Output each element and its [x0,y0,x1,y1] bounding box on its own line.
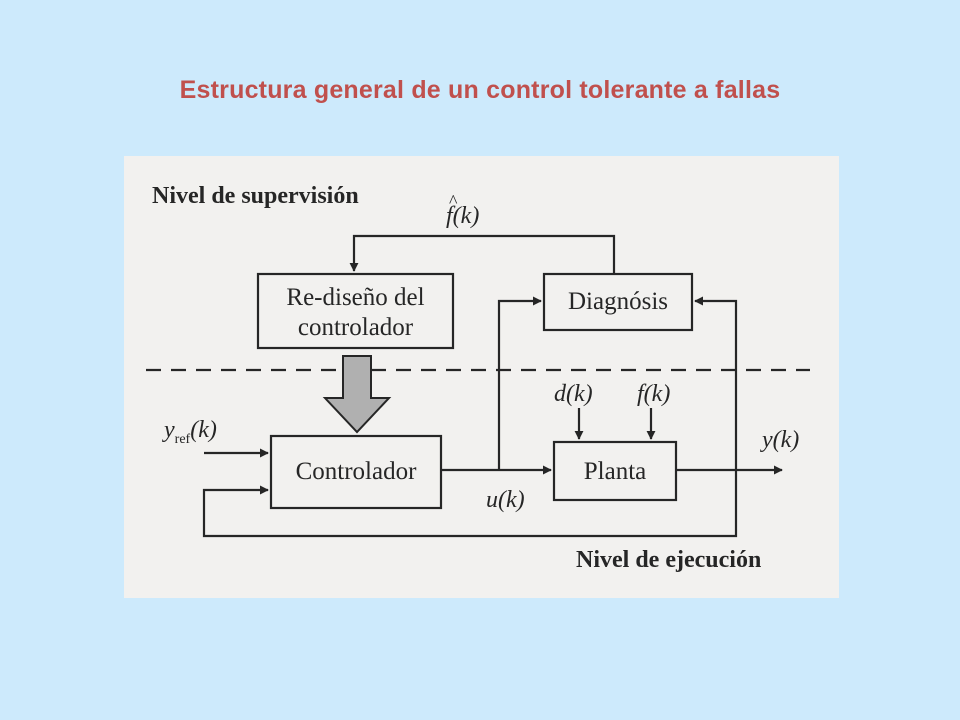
redesign-block [256,272,455,350]
diagnosis-block [542,272,694,332]
u-label: u(k) [486,487,525,513]
redesign-block-label: Re-diseño del controlador [258,283,453,343]
yref-label: yref(k) [164,417,217,447]
yref-arg: (k) [190,417,217,443]
y-feedback [202,470,738,538]
f-label: f(k) [637,381,671,407]
supervision-level-label: Nivel de supervisión [152,183,359,209]
slide-title: Estructura general de un control toleran… [179,76,781,104]
d-label: d(k) [554,381,593,407]
yref-symbol: y [164,417,175,443]
plant-block-label: Planta [583,458,647,485]
fhat-label: ^ f (k) [446,192,480,229]
diagram-graphics [146,234,810,538]
controller-block [269,434,443,510]
redesign-label-line1: Re-diseño del [286,284,425,311]
yref-subscript: ref [174,432,191,447]
controller-block-label: Controlador [295,458,417,485]
fhat-symbol: f [446,203,453,229]
y-label: y(k) [762,427,800,453]
control-structure-diagram: Nivel de supervisión Nivel de ejecución … [124,156,839,598]
execution-level-label: Nivel de ejecución [576,547,762,573]
fhat-path [349,234,616,274]
diagnosis-block-label: Diagnósis [568,288,668,315]
y-to-diagnosis [694,296,738,470]
reconfiguration-arrow [322,355,392,434]
u-to-diagnosis [497,296,542,470]
redesign-label-line2: controlador [297,314,414,341]
fhat-arg: (k) [452,203,480,229]
fhat-hat: ^ [449,191,458,211]
